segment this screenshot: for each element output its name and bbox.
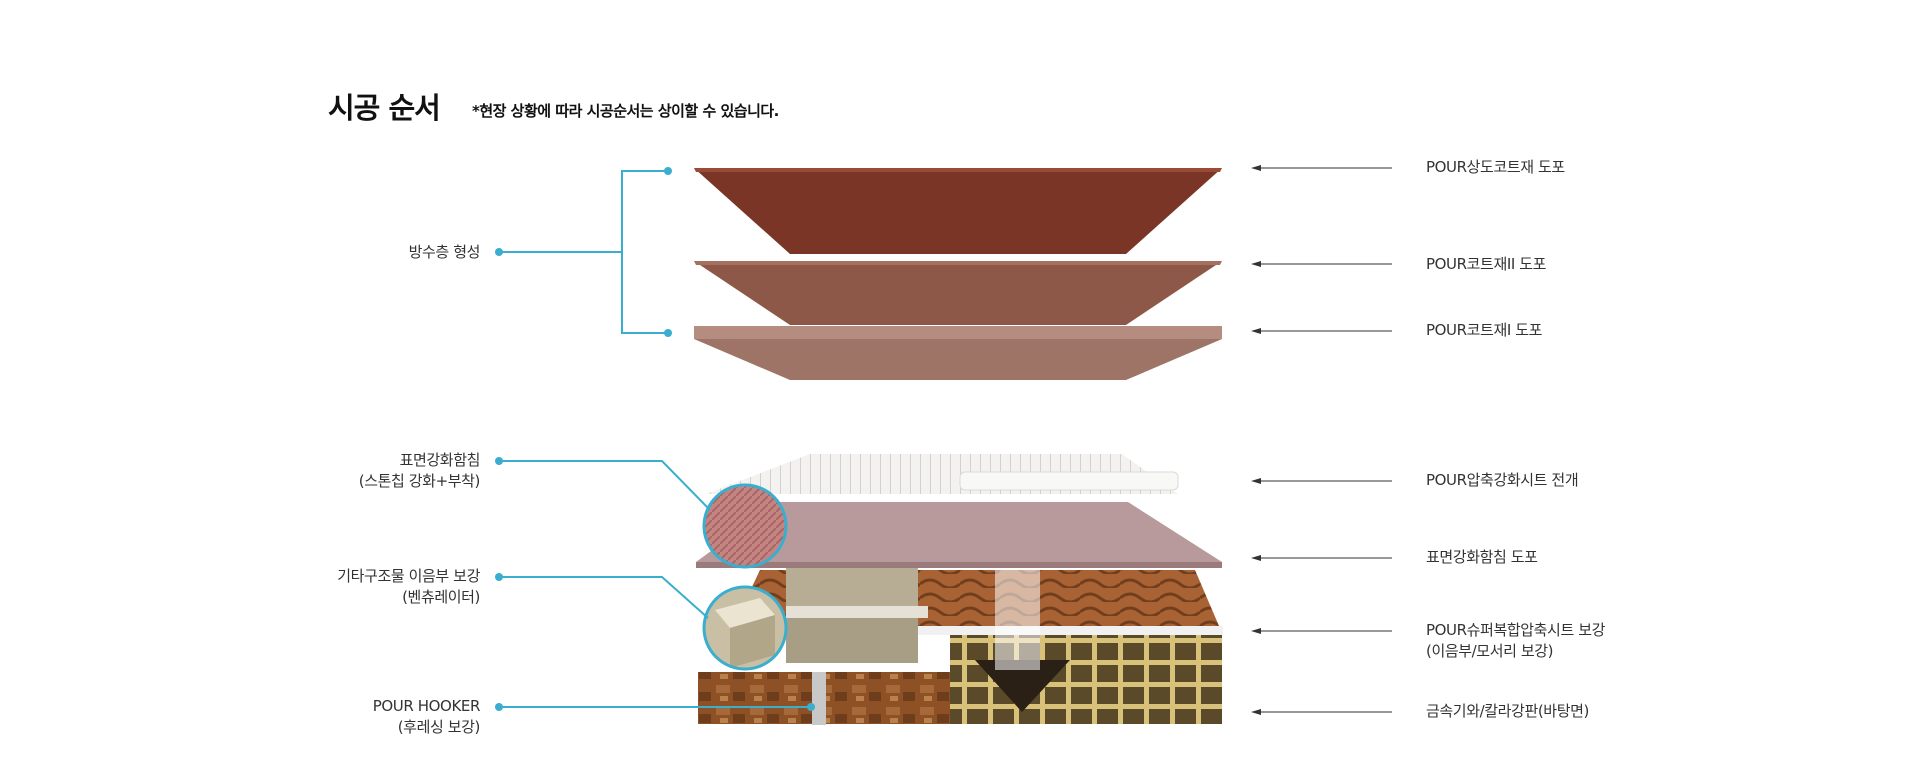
label-surface-impregnation: 표면강화함침 (스톤칩 강화+부착) [220,450,480,492]
other-connector [499,577,708,618]
label-coat-2: POUR코트재II 도포 [1426,254,1546,275]
surface-connector [499,461,710,510]
label-compress-sheet: POUR압축강화시트 전개 [1426,470,1578,491]
label-super-sheet: POUR슈퍼복합압축시트 보강 (이음부/모서리 보강) [1426,620,1605,662]
coat-2-layer [694,261,1222,325]
label-base: 금속기와/칼라강판(바탕면) [1426,701,1589,722]
top-coat-layer [694,168,1222,254]
ventilator-block [786,566,928,663]
stone-chip-detail-circle [704,485,786,567]
bracket-dot-top [664,167,672,175]
label-top-coat: POUR상도코트재 도포 [1426,157,1565,178]
label-surface-coat: 표면강화함침 도포 [1426,547,1538,568]
waterproof-dot [495,248,503,256]
hooker-flashing [812,672,826,725]
compress-sheet-layer [706,454,1178,494]
label-pour-hooker: POUR HOOKER (후레싱 보강) [220,696,480,738]
coat-1-layer [694,326,1222,380]
waterproof-bracket [499,171,668,333]
label-coat-1: POUR코트재I 도포 [1426,320,1542,341]
label-other-structure: 기타구조물 이음부 보강 (벤츄레이터) [220,566,480,608]
label-waterproof: 방수층 형성 [220,242,480,263]
ventilator-detail-circle [704,587,786,669]
bracket-dot-bottom [664,329,672,337]
